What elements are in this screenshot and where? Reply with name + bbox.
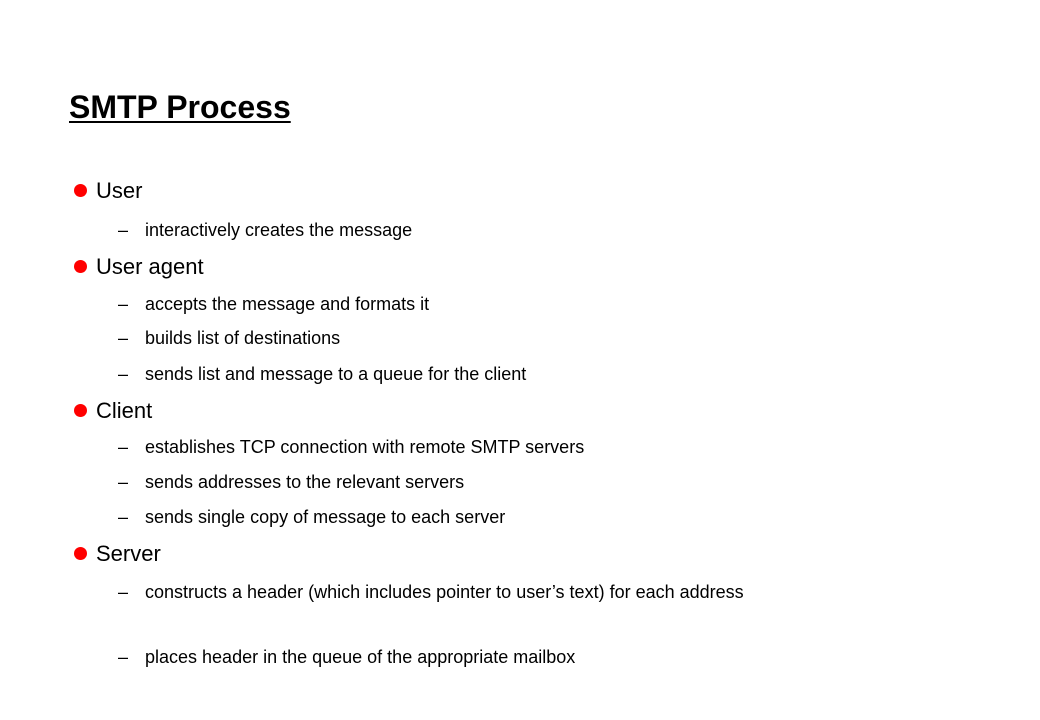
red-bullet-icon	[74, 183, 87, 197]
sub-item: – sends single copy of message to each s…	[118, 505, 865, 529]
sub-item: – constructs a header (which includes po…	[118, 580, 865, 604]
bullet-user-agent: User agent	[74, 254, 204, 280]
dash-icon: –	[118, 220, 129, 240]
bullet-client: Client	[74, 398, 152, 424]
sub-item-text: interactively creates the message	[145, 220, 413, 240]
sub-item-text: accepts the message and formats it	[145, 294, 430, 314]
sub-item: – establishes TCP connection with remote…	[118, 435, 865, 459]
red-bullet-icon	[74, 546, 87, 560]
sub-item: – sends list and message to a queue for …	[118, 362, 865, 386]
bullet-label: Client	[96, 398, 153, 423]
bullet-label: User agent	[96, 254, 204, 279]
sub-item: – interactively creates the message	[118, 218, 865, 242]
dash-icon: –	[118, 472, 129, 492]
sub-item-text: establishes TCP connection with remote S…	[145, 437, 585, 457]
sub-item-text: sends list and message to a queue for th…	[145, 364, 527, 384]
bullet-user: User	[74, 178, 142, 204]
sub-item: – places header in the queue of the appr…	[118, 645, 865, 669]
dash-icon: –	[118, 507, 129, 527]
sub-item-text: places header in the queue of the approp…	[145, 647, 576, 667]
slide-title: SMTP Process	[69, 89, 291, 125]
bullet-server: Server	[74, 541, 161, 567]
sub-item-text: sends addresses to the relevant servers	[145, 472, 465, 492]
bullet-label: User	[96, 178, 143, 203]
dash-icon: –	[118, 582, 129, 602]
sub-item: – sends addresses to the relevant server…	[118, 470, 865, 494]
sub-item: – builds list of destinations	[118, 326, 865, 350]
bullet-label: Server	[96, 541, 161, 566]
sub-item-text: constructs a header (which includes poin…	[145, 582, 744, 602]
dash-icon: –	[118, 294, 129, 314]
dash-icon: –	[118, 647, 129, 667]
sub-item-text: sends single copy of message to each ser…	[145, 507, 506, 527]
red-bullet-icon	[74, 403, 87, 417]
dash-icon: –	[118, 364, 129, 384]
sub-item: – accepts the message and formats it	[118, 292, 865, 316]
sub-item-text: builds list of destinations	[145, 328, 341, 348]
red-bullet-icon	[74, 259, 87, 273]
dash-icon: –	[118, 328, 129, 348]
dash-icon: –	[118, 437, 129, 457]
